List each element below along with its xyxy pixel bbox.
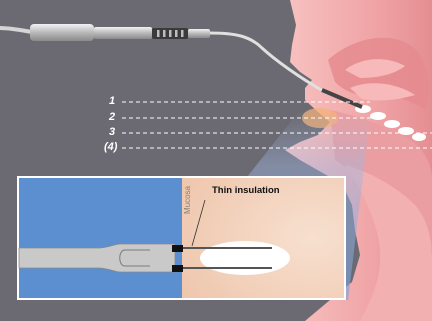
inset-blue-region: [19, 178, 182, 298]
tooth: [384, 120, 400, 128]
layer-label-2: 2: [109, 112, 115, 123]
inset-electrode-body: [19, 244, 175, 272]
thin-insulation-label: Thin insulation: [212, 185, 280, 196]
handle-body: [94, 27, 152, 39]
lesion-area: [200, 241, 290, 275]
handle-tip: [188, 29, 210, 38]
insulation-sleeve-bottom: [172, 265, 183, 272]
layer-label-1: 1: [109, 96, 115, 107]
insulation-sleeve-top: [172, 245, 183, 252]
layer-label-4: (4): [104, 142, 117, 153]
handle-plug: [30, 24, 94, 41]
inset-tissue-region: [182, 178, 344, 298]
mucosa-label: Mucosa: [183, 186, 192, 214]
inset-panel: [17, 176, 346, 300]
layer-label-3: 3: [109, 127, 115, 138]
tooth: [412, 133, 426, 141]
tooth: [370, 112, 386, 120]
tooth: [398, 127, 414, 135]
